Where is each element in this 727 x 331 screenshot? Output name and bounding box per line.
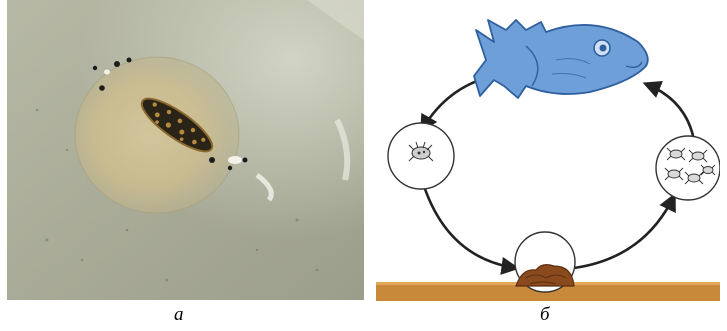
panel-a-photo (7, 0, 364, 300)
cocoon-shape (75, 57, 239, 213)
specimen-photo (7, 0, 364, 300)
panel-a-caption: а (174, 304, 184, 326)
panel-b-caption: б (540, 304, 550, 326)
stage-multiple-larvae (656, 136, 720, 200)
stage-cyst-on-ground (515, 232, 575, 292)
panel-b-lifecycle-diagram (376, 0, 720, 301)
lifecycle-diagram (376, 0, 720, 301)
stage-single-parasite (388, 123, 454, 189)
